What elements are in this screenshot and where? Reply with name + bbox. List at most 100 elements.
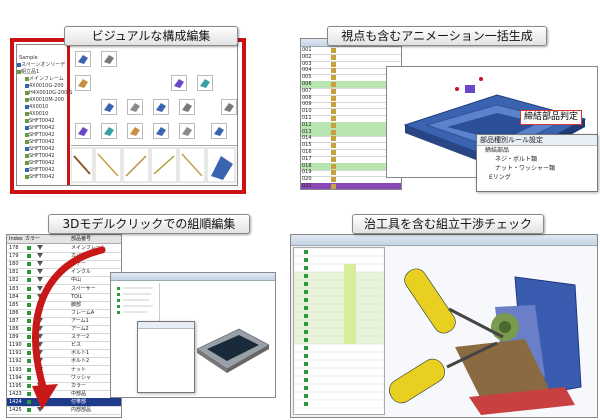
status-icon (304, 290, 308, 294)
table-row[interactable]: 018 (301, 162, 401, 171)
part-thumbnail[interactable] (171, 75, 187, 91)
part-thumbnail[interactable] (153, 123, 169, 139)
tree-item[interactable]: SHFT0042 (29, 153, 55, 159)
table-row[interactable]: 003 (301, 61, 401, 69)
row-index: 186 (9, 309, 19, 316)
tree-item[interactable]: SHFT0042 (29, 146, 55, 152)
table-row[interactable]: 016 (301, 149, 401, 157)
color-swatch-icon (27, 383, 31, 388)
part-thumbnail[interactable] (221, 99, 237, 115)
color-swatch-icon (27, 246, 31, 250)
part-thumbnail[interactable] (75, 51, 91, 67)
table-row[interactable]: 006 (301, 81, 401, 89)
status-icon (304, 306, 308, 310)
part-icon (25, 77, 29, 81)
tree-item[interactable]: 4X0010 (29, 111, 49, 117)
part-thumbnail[interactable] (101, 99, 117, 115)
status-icon (304, 314, 308, 318)
table-row[interactable]: 019 (301, 169, 401, 178)
part-icon (17, 70, 21, 74)
part-icon (17, 63, 21, 67)
part-thumbnail[interactable] (153, 99, 169, 115)
part-name: ワッシャ (71, 374, 92, 381)
tree-item[interactable]: SHFT0042 (29, 125, 55, 131)
status-icon (304, 346, 308, 350)
tree-item[interactable]: SHFT0042 (29, 139, 55, 145)
table-row[interactable]: 002 (301, 54, 401, 62)
status-icon (304, 394, 308, 398)
tree-item[interactable]: SHFT0042 (29, 118, 55, 124)
table-row[interactable]: 008 (301, 95, 401, 103)
rule-item[interactable]: ネジ・ボルト類 (495, 156, 538, 163)
part-thumbnail[interactable] (211, 123, 227, 139)
status-icon (304, 362, 308, 366)
part-thumbnail[interactable] (127, 123, 143, 139)
panel-title: 治工具を含む組立干渉チェック (352, 214, 544, 234)
tree-graphic (117, 287, 153, 314)
row-index: 1424 (9, 398, 22, 405)
tree-item[interactable]: メインフレーム (29, 76, 64, 82)
part-icon (25, 119, 29, 123)
status-icon (304, 338, 308, 342)
rule-item[interactable]: Eリング (489, 174, 511, 181)
tree-item[interactable]: スペーンオンリーデ (21, 62, 66, 68)
rule-item[interactable]: ナット・ワッシャー類 (495, 165, 556, 172)
fastener-judgment-label: 締結部品判定 (520, 110, 583, 125)
table-row[interactable]: 015 (301, 142, 401, 151)
part-thumbnail[interactable] (101, 51, 117, 67)
row-index: 005 (302, 74, 312, 81)
step-dialog[interactable] (137, 321, 195, 393)
part-type-rule-dialog[interactable]: 部品種別ルール設定 締結部品 ネジ・ボルト類 ナット・ワッシャー類 Eリング (476, 134, 598, 192)
part-icon (25, 112, 29, 116)
part-thumbnail[interactable] (101, 123, 117, 139)
panel-title: 3Dモデルクリックでの組順編集 (48, 214, 250, 234)
tree-item[interactable]: SHFT0042 (29, 132, 55, 138)
part-thumbnail[interactable] (179, 123, 195, 139)
table-row[interactable]: 007 (301, 88, 401, 96)
tree-item[interactable]: 4X0010M-200 (29, 97, 64, 103)
part-icon (331, 177, 336, 183)
table-row[interactable]: 014 (301, 135, 401, 144)
color-swatch-icon (27, 270, 31, 275)
tree-item[interactable]: H4X0010G-200-S (29, 90, 73, 96)
tree-item[interactable]: 4X0010G-200 (29, 83, 64, 89)
tree-item[interactable]: 4X0010 (29, 104, 49, 110)
row-index: 184 (9, 293, 19, 300)
tree-item[interactable]: SHFT0042 (29, 174, 55, 180)
row-index: 1425 (9, 407, 22, 413)
part-icon (331, 109, 336, 115)
part-thumbnail[interactable] (75, 123, 91, 139)
part-thumbnail[interactable] (197, 75, 213, 91)
row-index: 1423 (9, 390, 22, 397)
table-row[interactable]: 009 (301, 101, 401, 110)
part-name: アーム1 (71, 317, 89, 324)
row-index: 002 (302, 53, 312, 60)
table-row[interactable]: 004 (301, 67, 401, 76)
rule-item[interactable]: 締結部品 (485, 147, 510, 154)
tree-root[interactable]: Sample (19, 55, 38, 61)
part-name: フレームA (71, 309, 95, 316)
tree-item[interactable]: SHFT0042 (29, 167, 55, 173)
tree-item[interactable]: SHFT0042 (29, 160, 55, 166)
part-thumbnail[interactable] (179, 99, 195, 115)
table-row[interactable]: 013 (301, 128, 401, 137)
tree-item[interactable]: 組立品1 (21, 69, 40, 75)
table-row[interactable]: 021 (301, 183, 401, 189)
row-index: 187 (9, 317, 19, 324)
table-row[interactable]: 001 (301, 47, 401, 55)
part-thumbnail[interactable] (75, 75, 91, 91)
part-name: ビス (71, 342, 82, 349)
table-row[interactable]: 010 (301, 108, 401, 117)
part-thumbnail[interactable] (127, 99, 143, 115)
3d-model-window (110, 272, 276, 398)
row-index: 189 (9, 334, 19, 341)
